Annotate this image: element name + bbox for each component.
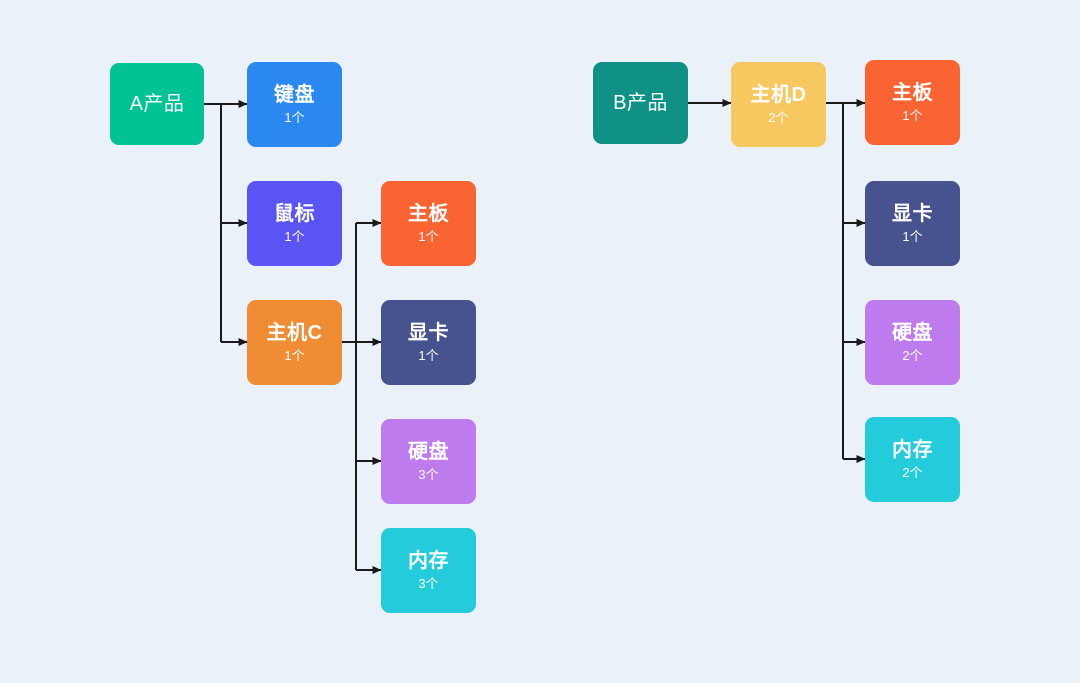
node-a-mainboard[interactable]: 主板 1个 (381, 181, 476, 266)
node-b-mainboard[interactable]: 主板 1个 (865, 60, 960, 145)
node-quantity: 3个 (418, 575, 439, 591)
node-a-memory[interactable]: 内存 3个 (381, 528, 476, 613)
node-label: 主板 (892, 81, 933, 104)
node-quantity: 1个 (902, 107, 923, 123)
node-a-gpu[interactable]: 显卡 1个 (381, 300, 476, 385)
node-b-product[interactable]: B产品 (593, 62, 688, 144)
node-label: A产品 (129, 93, 185, 115)
node-a-disk[interactable]: 硬盘 3个 (381, 419, 476, 504)
node-b-host-d[interactable]: 主机D 2个 (731, 62, 826, 147)
node-b-gpu[interactable]: 显卡 1个 (865, 181, 960, 266)
node-label: 硬盘 (892, 321, 933, 344)
node-quantity: 1个 (284, 228, 305, 244)
node-quantity: 1个 (418, 347, 439, 363)
node-label: 键盘 (274, 83, 315, 106)
node-a-mouse[interactable]: 鼠标 1个 (247, 181, 342, 266)
node-label: B产品 (613, 92, 668, 114)
node-label: 主板 (408, 202, 449, 225)
node-label: 内存 (892, 438, 933, 461)
node-label: 鼠标 (274, 202, 315, 225)
node-label: 内存 (408, 549, 449, 572)
node-b-memory[interactable]: 内存 2个 (865, 417, 960, 502)
node-quantity: 2个 (902, 464, 923, 480)
node-quantity: 2个 (768, 109, 789, 125)
node-a-keyboard[interactable]: 键盘 1个 (247, 62, 342, 147)
node-quantity: 1个 (284, 109, 305, 125)
node-label: 主机D (750, 83, 807, 106)
node-a-product[interactable]: A产品 (110, 63, 204, 145)
node-quantity: 3个 (418, 466, 439, 482)
node-quantity: 2个 (902, 347, 923, 363)
node-quantity: 1个 (284, 347, 305, 363)
node-label: 显卡 (408, 321, 449, 344)
node-label: 硬盘 (408, 440, 449, 463)
node-label: 主机C (266, 321, 323, 344)
node-b-disk[interactable]: 硬盘 2个 (865, 300, 960, 385)
node-quantity: 1个 (418, 228, 439, 244)
node-label: 显卡 (892, 202, 933, 225)
node-a-host-c[interactable]: 主机C 1个 (247, 300, 342, 385)
node-quantity: 1个 (902, 228, 923, 244)
